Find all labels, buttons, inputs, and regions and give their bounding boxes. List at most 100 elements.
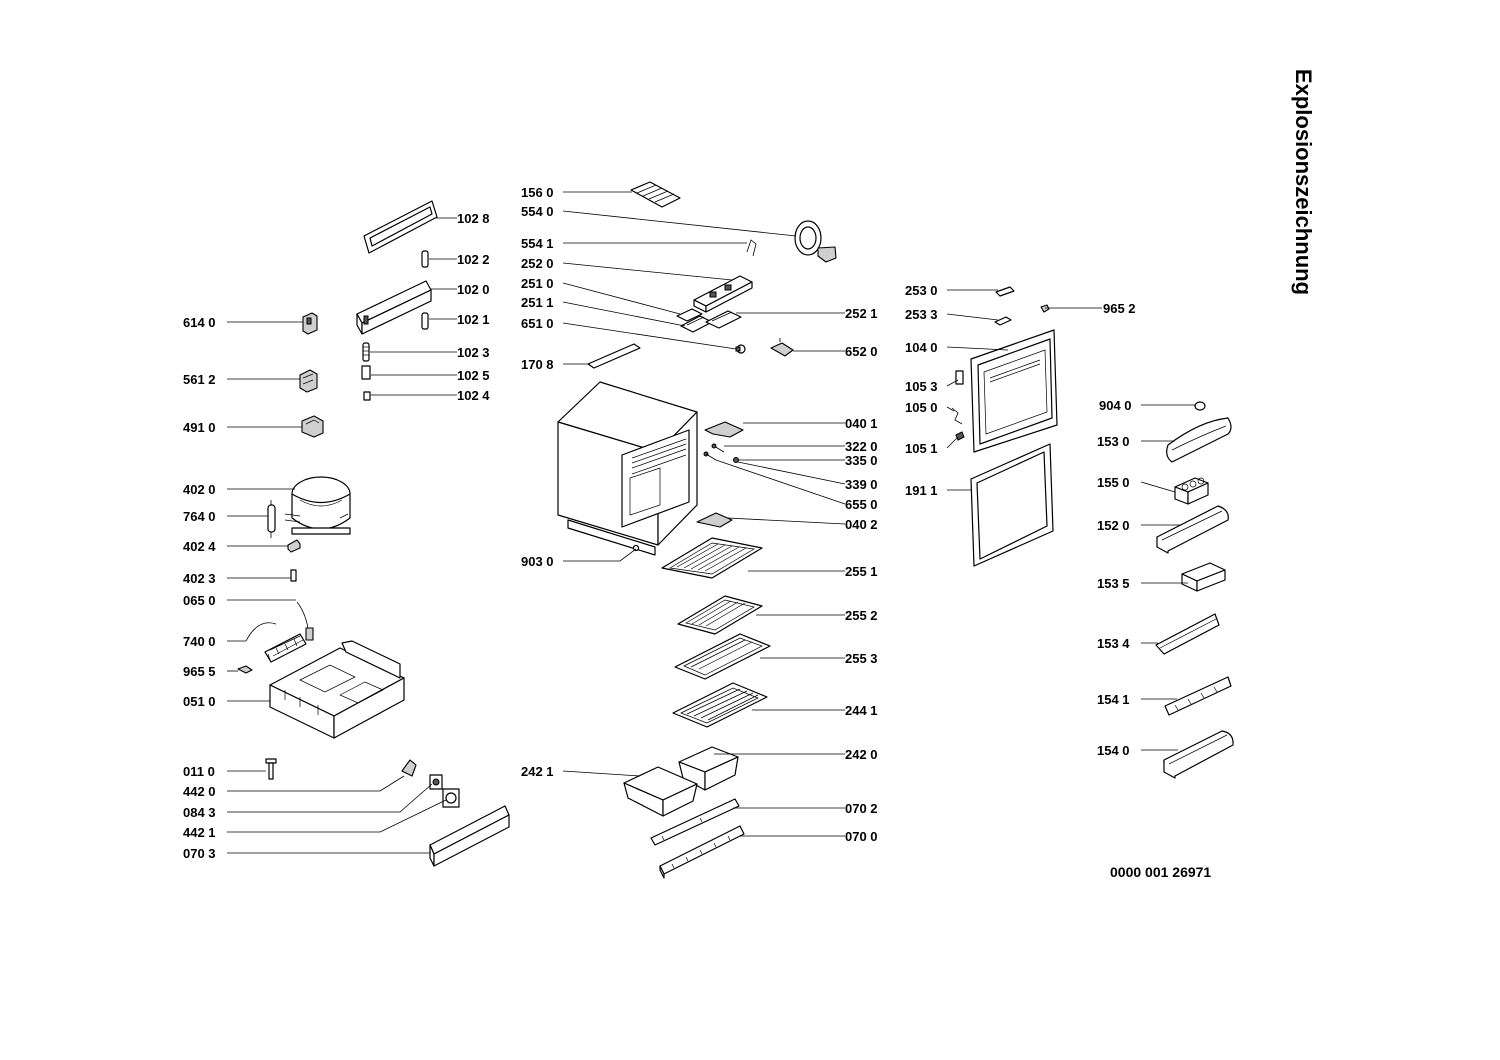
part-102-2-pin <box>421 250 429 268</box>
part-153-0-lid <box>1166 417 1232 463</box>
callout-442-0: 442 0 <box>183 784 216 799</box>
part-252-1-cover <box>705 310 742 329</box>
callout-965-2: 965 2 <box>1103 301 1136 316</box>
part-153-5-shelf <box>1181 562 1226 592</box>
part-102-3-spring <box>362 342 370 362</box>
callout-651-0: 651 0 <box>521 316 554 331</box>
callout-614-0: 614 0 <box>183 315 216 330</box>
callout-335-0: 335 0 <box>845 453 878 468</box>
part-070-0-kick-plate <box>659 825 745 879</box>
callout-156-0: 156 0 <box>521 185 554 200</box>
callout-253-0: 253 0 <box>905 283 938 298</box>
part-554-1-clip <box>746 239 757 257</box>
callout-252-1: 252 1 <box>845 306 878 321</box>
part-255-2-shelf <box>677 595 763 635</box>
part-154-1-rack <box>1164 676 1232 716</box>
callout-655-0: 655 0 <box>845 497 878 512</box>
callout-554-1: 554 1 <box>521 236 554 251</box>
part-255-3-shelf <box>674 633 771 680</box>
part-153-4-bar <box>1155 613 1220 655</box>
callout-070-2: 070 2 <box>845 801 878 816</box>
part-651-0-knob <box>735 344 746 354</box>
callout-652-0: 652 0 <box>845 344 878 359</box>
callout-105-3: 105 3 <box>905 379 938 394</box>
part-740-0-condenser <box>245 622 307 663</box>
callout-070-3: 070 3 <box>183 846 216 861</box>
callout-442-1: 442 1 <box>183 825 216 840</box>
callout-070-0: 070 0 <box>845 829 878 844</box>
callout-104-0: 104 0 <box>905 340 938 355</box>
callout-105-1: 105 1 <box>905 441 938 456</box>
part-105-1-clip <box>955 431 965 441</box>
part-253-3-handle <box>994 316 1012 326</box>
part-040-2-hinge <box>696 512 733 528</box>
callout-561-2: 561 2 <box>183 372 216 387</box>
part-402-4-mount <box>287 539 301 553</box>
part-154-0-bottle-shelf <box>1163 730 1234 779</box>
callout-244-1: 244 1 <box>845 703 878 718</box>
part-152-0-door-shelf <box>1156 505 1229 554</box>
callout-402-4: 402 4 <box>183 539 216 554</box>
part-442-0-sensor <box>401 759 417 777</box>
part-965-2-screw <box>1040 304 1050 313</box>
part-084-3-thermostat <box>429 774 443 790</box>
part-561-2-relay <box>299 369 318 393</box>
part-965-5-screw <box>237 665 253 674</box>
callout-040-2: 040 2 <box>845 517 878 532</box>
part-251-0-lamp-cover <box>676 308 703 322</box>
part-242-0-drawer <box>678 746 739 791</box>
part-040-1-hinge <box>704 421 744 438</box>
callout-255-3: 255 3 <box>845 651 878 666</box>
callout-903-0: 903 0 <box>521 554 554 569</box>
part-102-4-plate <box>363 391 371 401</box>
callout-764-0: 764 0 <box>183 509 216 524</box>
part-011-0-bolt <box>265 758 277 780</box>
part-442-1-knob <box>442 788 460 808</box>
callout-102-3: 102 3 <box>457 345 490 360</box>
part-253-0-handle <box>995 286 1015 297</box>
callout-153-0: 153 0 <box>1097 434 1130 449</box>
part-191-1-gasket <box>970 443 1054 567</box>
callout-102-5: 102 5 <box>457 368 490 383</box>
callout-242-0: 242 0 <box>845 747 878 762</box>
part-335-0-pin <box>703 451 717 461</box>
callout-154-0: 154 0 <box>1097 743 1130 758</box>
callout-102-8: 102 8 <box>457 211 490 226</box>
part-102-1-pin <box>421 312 429 330</box>
document-number: 0000 001 26971 <box>1110 864 1211 880</box>
callout-170-8: 170 8 <box>521 357 554 372</box>
part-155-0-egg-tray <box>1174 477 1209 505</box>
callout-040-1: 040 1 <box>845 416 878 431</box>
callout-402-3: 402 3 <box>183 571 216 586</box>
callout-102-0: 102 0 <box>457 282 490 297</box>
callout-102-2: 102 2 <box>457 252 490 267</box>
callout-102-4: 102 4 <box>457 388 490 403</box>
callout-251-1: 251 1 <box>521 295 554 310</box>
callout-153-5: 153 5 <box>1097 576 1130 591</box>
callout-065-0: 065 0 <box>183 593 216 608</box>
part-554-0-fan <box>794 220 837 263</box>
callout-153-4: 153 4 <box>1097 636 1130 651</box>
callout-labels: 102 8 102 2 102 0 102 1 614 0 102 3 102 … <box>183 185 1211 880</box>
part-614-0-bracket <box>302 312 318 335</box>
part-102-8-gasket <box>363 200 438 254</box>
callout-105-0: 105 0 <box>905 400 938 415</box>
part-170-8-strip <box>587 343 641 369</box>
callout-191-1: 191 1 <box>905 483 938 498</box>
callout-102-1: 102 1 <box>457 312 490 327</box>
part-252-0-housing <box>693 275 753 313</box>
part-322-0-pin <box>711 443 725 453</box>
callout-051-0: 051 0 <box>183 694 216 709</box>
callout-155-0: 155 0 <box>1097 475 1130 490</box>
parts-layer <box>237 181 1234 879</box>
part-065-0-cable <box>296 601 314 641</box>
part-102-5-plate <box>361 365 371 380</box>
callout-339-0: 339 0 <box>845 477 878 492</box>
callout-154-1: 154 1 <box>1097 692 1130 707</box>
callout-740-0: 740 0 <box>183 634 216 649</box>
part-051-0-base-tray <box>269 640 405 739</box>
part-070-3-base-strip <box>429 805 510 867</box>
part-903-0-foot <box>632 544 640 552</box>
part-402-3-clip <box>290 569 297 582</box>
